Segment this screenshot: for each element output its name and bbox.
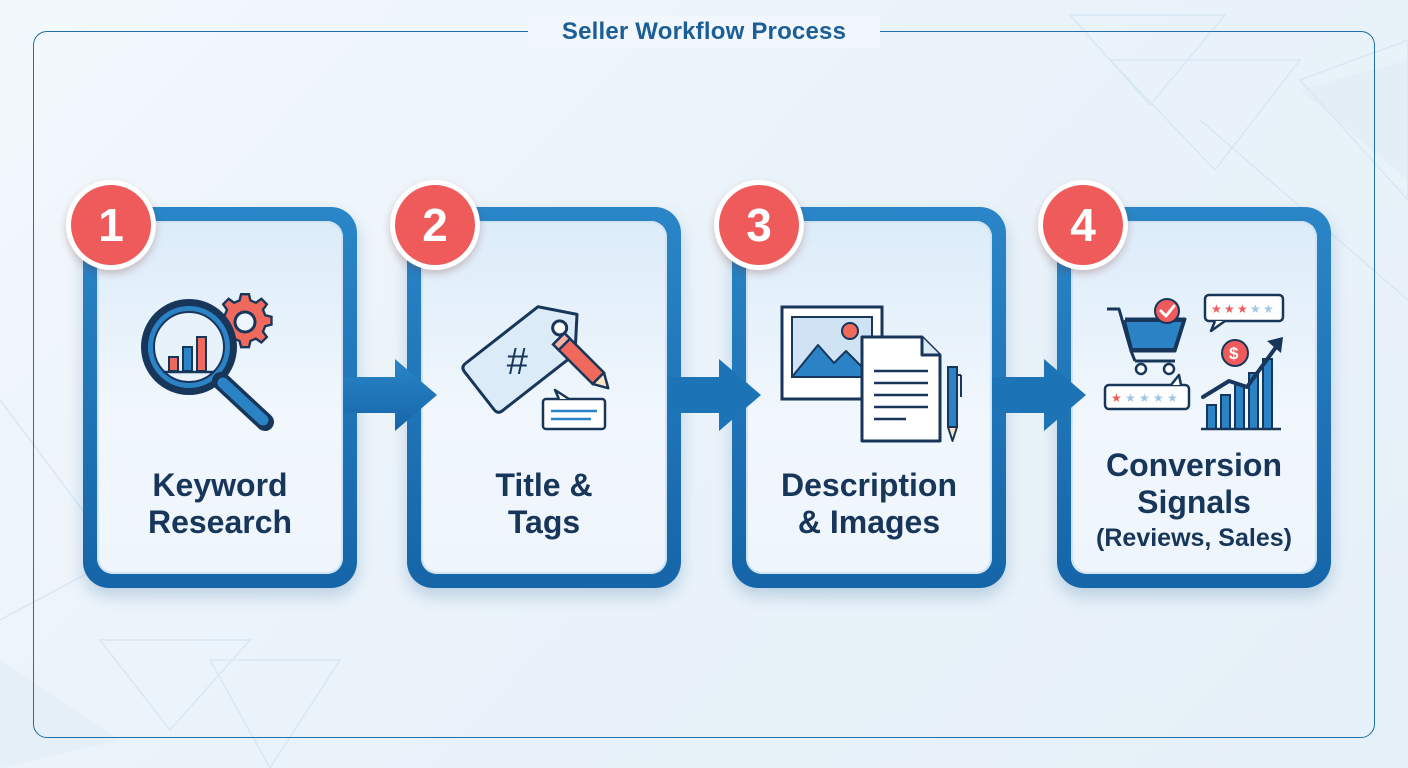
step-card-keyword-research: Keyword Research [83,207,357,588]
svg-text:★: ★ [1263,302,1274,316]
magnifier-bar-chart-gear-icon [141,292,274,431]
step-card-panel: # Title & Tags [421,221,667,574]
step-number-badge: 2 [390,180,480,270]
step-sublabel: (Reviews, Sales) [1096,524,1292,552]
svg-text:★: ★ [1237,302,1248,316]
step-label: Keyword Research [147,467,293,540]
svg-text:#: # [507,341,528,383]
step-label: Title & Tags [495,467,593,540]
step-card-panel: ★ ★ ★ ★ ★ ★ ★ ★ ★ ★ $ [1071,221,1317,574]
image-document-pen-icon [780,305,962,443]
step-card-panel: Description & Images [746,221,992,574]
svg-text:★: ★ [1224,302,1235,316]
step-number-badge: 1 [66,180,156,270]
step-card-panel: Keyword Research [97,221,343,574]
svg-text:★: ★ [1125,391,1136,405]
svg-text:★: ★ [1111,391,1122,405]
right-arrow-icon [667,359,761,431]
svg-text:★: ★ [1211,302,1222,316]
step-card-description-images: Description & Images [732,207,1006,588]
svg-text:★: ★ [1139,391,1150,405]
cart-reviews-sales-growth-icon: ★ ★ ★ ★ ★ ★ ★ ★ ★ ★ $ [1103,293,1285,431]
step-label: Conversion Signals (Reviews, Sales) [1077,447,1311,555]
svg-text:$: $ [1229,344,1239,363]
svg-text:★: ★ [1153,391,1164,405]
title-container: Seller Workflow Process [528,16,880,48]
svg-text:★: ★ [1167,391,1178,405]
right-arrow-icon [992,359,1086,431]
step-card-conversion-signals: ★ ★ ★ ★ ★ ★ ★ ★ ★ ★ $ [1057,207,1331,588]
step-number-badge: 4 [1038,180,1128,270]
step-label: Description & Images [780,467,958,540]
hashtag-price-tag-pencil-icon: # [461,305,610,431]
svg-text:★: ★ [1250,302,1261,316]
step-number-badge: 3 [714,180,804,270]
right-arrow-icon [343,359,437,431]
diagram-title: Seller Workflow Process [561,18,847,45]
step-card-title-tags: # Title & Tags [407,207,681,588]
